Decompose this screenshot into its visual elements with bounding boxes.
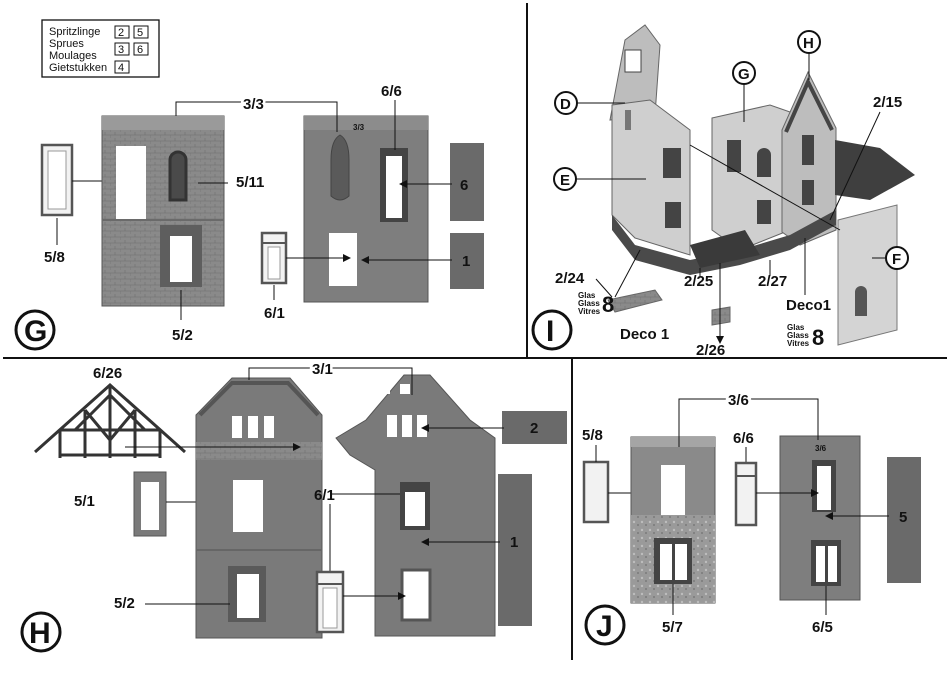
step-j-letter: J: [596, 610, 613, 643]
label-g-6-1: 6/1: [264, 305, 285, 322]
label-i-2-27: 2/27: [758, 273, 787, 290]
glass-word-fr: Vitres: [578, 307, 601, 316]
label-i-2-25: 2/25: [684, 273, 713, 290]
label-j-5-7: 5/7: [662, 619, 683, 636]
label-h-5-2: 5/2: [114, 595, 135, 612]
step-i-letter: I: [546, 315, 554, 348]
legend-sprue-3: 3: [118, 44, 124, 56]
label-j-3-6: 3/6: [728, 392, 749, 409]
legend-sprue-4: 4: [118, 62, 124, 74]
panel-marking-g: 3/3: [353, 123, 365, 132]
wall-f: [838, 205, 897, 345]
label-i-2-26: 2/26: [696, 342, 725, 359]
callout-e: E: [560, 172, 570, 189]
label-i-2-15: 2/15: [873, 94, 902, 111]
panel-marking-j: 3/6: [815, 444, 827, 453]
step-j-panel: 5/8 3/6 3/6 6/6 5 5/7 6/5 J: [582, 392, 921, 644]
label-g-6-6: 6/6: [381, 83, 402, 100]
step-i-panel: D E G H F 2/15 2/24 2/25 2/27 2/26 Deco …: [533, 25, 915, 359]
legend-language-en: Sprues: [49, 38, 84, 50]
label-g-6: 6: [460, 177, 468, 194]
label-h-6-26: 6/26: [93, 365, 122, 382]
legend-sprue-6: 6: [137, 44, 143, 56]
label-j-5: 5: [899, 509, 907, 526]
legend-language-de: Spritzlinge: [49, 26, 100, 38]
legend-language-fr: Moulages: [49, 50, 97, 62]
label-h-2: 2: [530, 420, 538, 437]
label-h-6-1: 6/1: [314, 487, 335, 504]
glass-number-left: 8: [602, 292, 614, 317]
label-g-1: 1: [462, 253, 470, 270]
legend-sprue-5: 5: [137, 27, 143, 39]
label-g-5-11: 5/11: [236, 174, 264, 191]
label-g-5-2: 5/2: [172, 327, 193, 344]
label-g-3-3: 3/3: [243, 96, 264, 113]
label-h-3-1: 3/1: [312, 361, 333, 378]
glass-word-fr-right: Vitres: [787, 339, 810, 348]
legend-sprue-2: 2: [118, 27, 124, 39]
label-j-5-8: 5/8: [582, 427, 603, 444]
window-frame-6-6-j: [736, 463, 756, 525]
label-h-5-1: 5/1: [74, 493, 95, 510]
glass-number-right: 8: [812, 325, 824, 350]
wall-g: [712, 105, 790, 250]
label-g-5-8: 5/8: [44, 249, 65, 266]
label-j-6-5: 6/5: [812, 619, 833, 636]
step-h-panel: 6/26 5/1 3/1 2 1: [22, 361, 567, 651]
sprue-legend: Spritzlinge Sprues Moulages Gietstukken …: [42, 20, 159, 77]
wall-panel-right-g: [304, 116, 428, 302]
label-j-6-6: 6/6: [733, 430, 754, 447]
label-i-deco-left: Deco 1: [620, 326, 669, 343]
legend-language-nl: Gietstukken: [49, 62, 107, 74]
callout-g: G: [738, 66, 750, 83]
step-g-letter: G: [24, 315, 47, 348]
window-frame-5-8-j: [584, 462, 608, 522]
callout-d: D: [560, 96, 571, 113]
callout-f: F: [892, 251, 901, 268]
label-i-2-24: 2/24: [555, 270, 585, 287]
step-g-panel: 5/8 3/3 3/3 6/6 5/11 6 1: [16, 83, 484, 349]
callout-h: H: [803, 35, 814, 52]
label-i-deco-right: Deco1: [786, 297, 831, 314]
label-h-1: 1: [510, 534, 518, 551]
step-h-letter: H: [29, 617, 51, 650]
